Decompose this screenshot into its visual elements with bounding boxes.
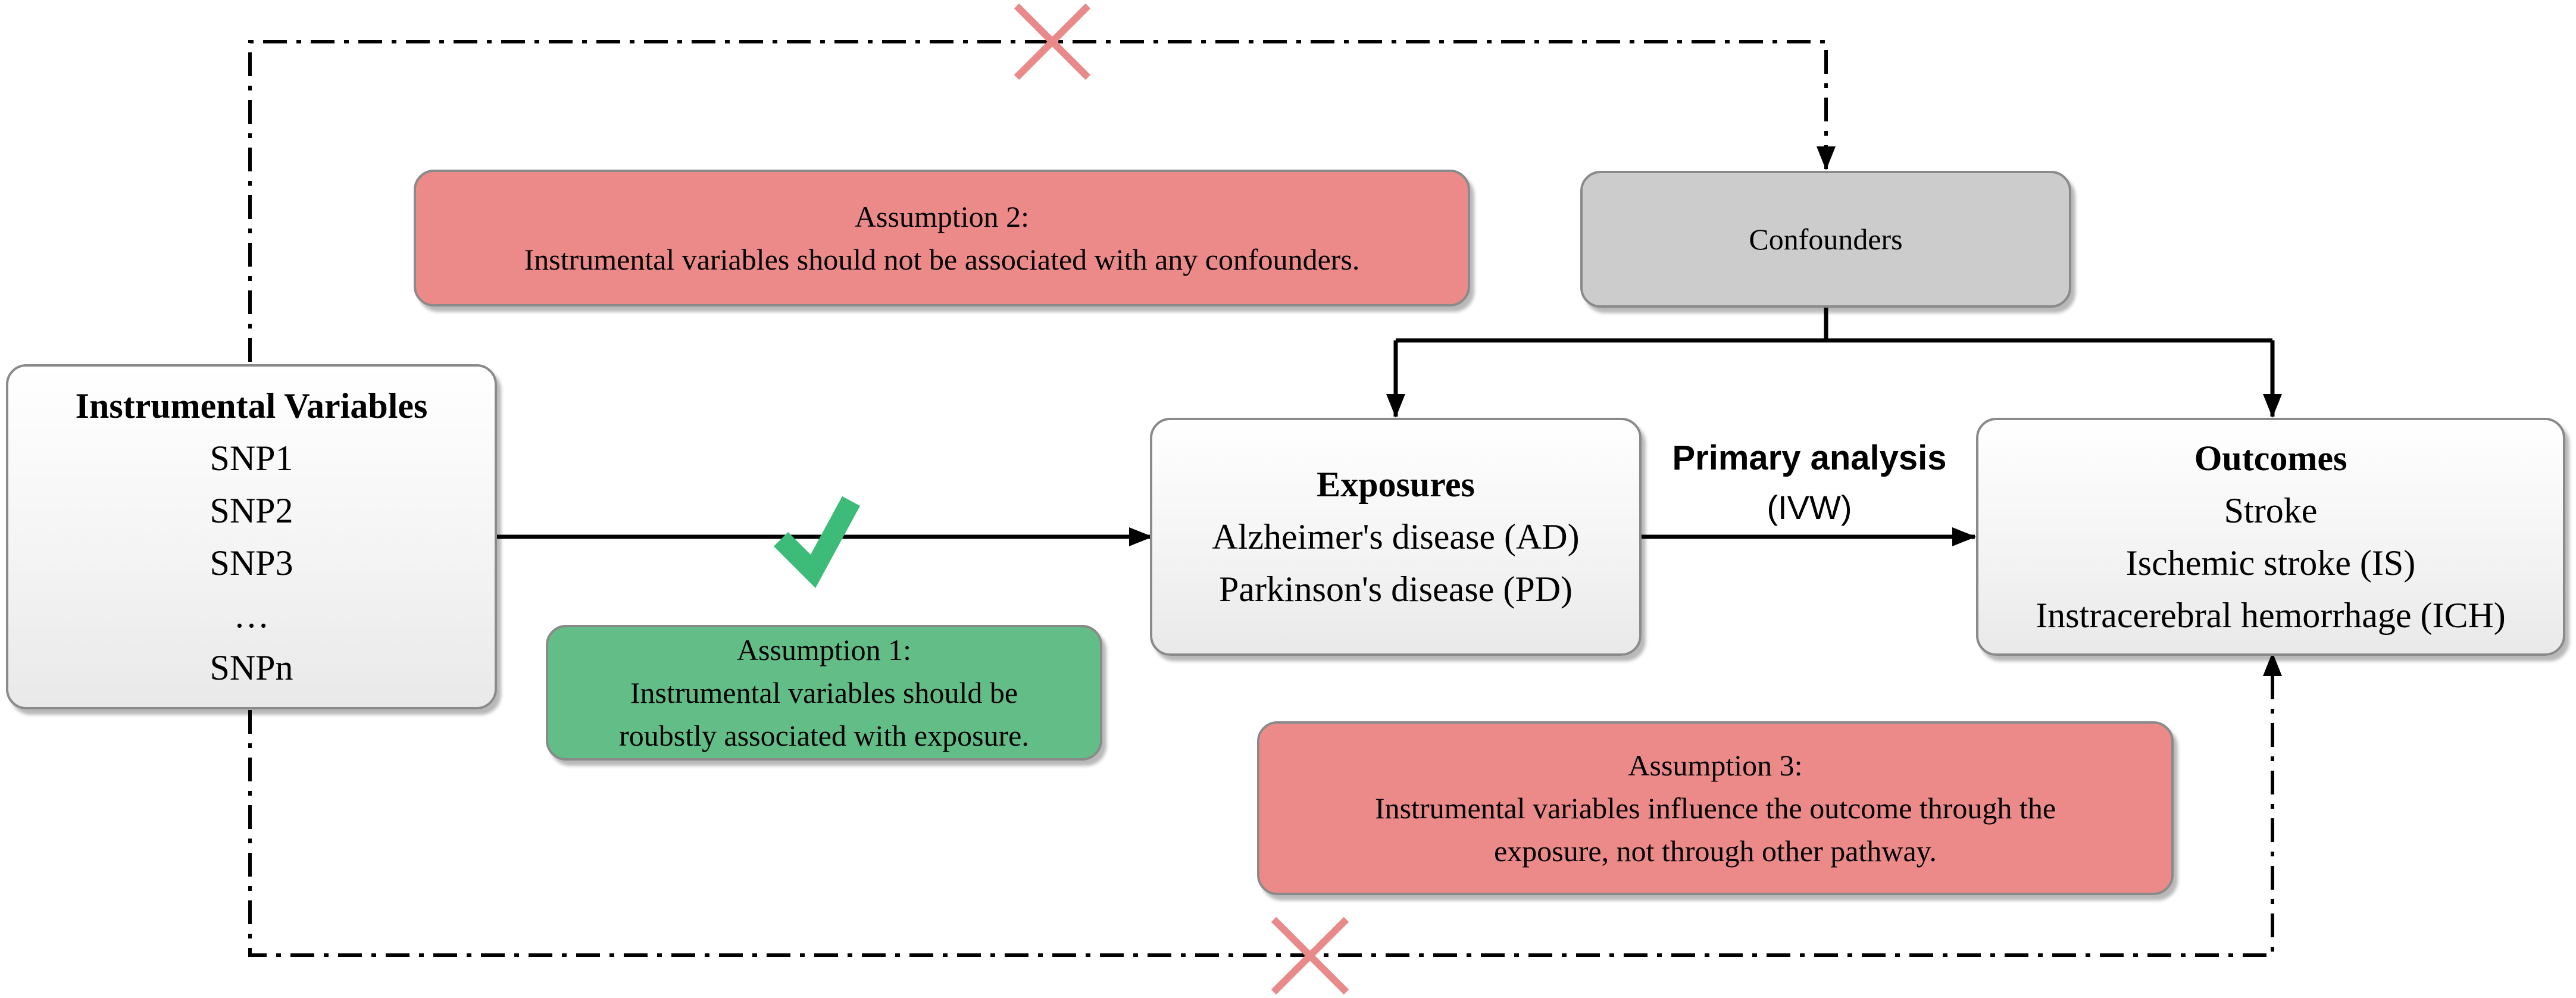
confounders-box: Confounders: [1580, 171, 2071, 308]
exposures-title: Exposures: [1317, 465, 1475, 504]
assumption-1-title: Assumption 1:: [736, 633, 912, 667]
assumption-2-box: Assumption 2: Instrumental variables sho…: [414, 170, 1470, 306]
instrumental-variables-box: Instrumental Variables SNP1 SNP2 SNP3 … …: [6, 364, 497, 709]
outcome-item: Stroke: [2224, 491, 2318, 530]
exposure-item: Alzheimer's disease (AD): [1212, 517, 1580, 556]
assumption-2-title: Assumption 2:: [854, 200, 1030, 233]
iv-item: SNP3: [210, 543, 293, 583]
outcomes-title: Outcomes: [2194, 439, 2347, 478]
outcomes-box: Outcomes Stroke Ischemic stroke (IS) Ins…: [1976, 418, 2565, 656]
instrumental-variables-title: Instrumental Variables: [75, 386, 428, 426]
exposures-box: Exposures Alzheimer's disease (AD) Parki…: [1150, 418, 1642, 656]
iv-item: SNPn: [210, 648, 293, 687]
outcome-item: Instracerebral hemorrhage (ICH): [2036, 596, 2506, 635]
cross-icon-top: [1014, 3, 1091, 80]
iv-item: SNP2: [210, 491, 293, 530]
assumption-1-text: Instrumental variables should be: [630, 676, 1018, 709]
assumption-3-title: Assumption 3:: [1628, 749, 1803, 782]
confounders-label: Confounders: [1749, 223, 1903, 256]
assumption-3-text: exposure, not through other pathway.: [1494, 834, 1937, 868]
assumption-2-text: Instrumental variables should not be ass…: [524, 243, 1360, 276]
primary-analysis-method: (IVW): [1767, 489, 1852, 526]
assumption-1-box: Assumption 1: Instrumental variables sho…: [546, 625, 1102, 761]
outcome-item: Ischemic stroke (IS): [2125, 543, 2416, 583]
check-icon: [773, 496, 860, 589]
cross-icon-bottom: [1271, 916, 1349, 995]
assumption-1-text: roubstly associated with exposure.: [619, 719, 1029, 752]
iv-to-outcomes-dashed-path: [248, 652, 2282, 957]
iv-item: SNP1: [210, 439, 293, 478]
primary-analysis-title: Primary analysis: [1672, 439, 1947, 477]
iv-item: …: [233, 596, 270, 635]
assumption-3-box: Assumption 3: Instrumental variables inf…: [1257, 721, 2174, 895]
exposure-item: Parkinson's disease (PD): [1218, 570, 1573, 609]
confounders-connector: [1396, 308, 2272, 343]
assumption-3-text: Instrumental variables influence the out…: [1374, 791, 2056, 825]
iv-to-confounders-dashed-path: [248, 40, 1836, 362]
